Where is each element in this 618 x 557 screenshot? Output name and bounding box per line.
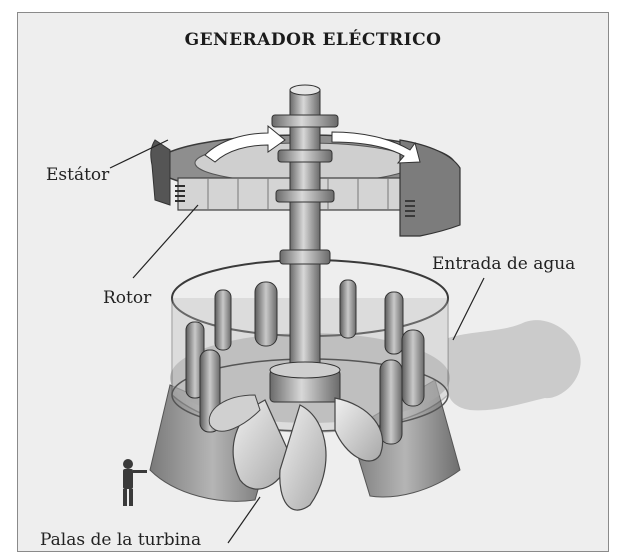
wicket-gates (185, 279, 425, 445)
label-estator: Estátor (46, 165, 110, 185)
label-rotor: Rotor (103, 288, 152, 308)
leader-entrada (452, 277, 485, 341)
rotation-arrow-left (204, 124, 286, 163)
turbine-blades (208, 394, 384, 511)
human-figure (123, 459, 147, 506)
water-inflow (448, 320, 581, 411)
leader-estator (109, 139, 169, 169)
turbine-shaft (269, 84, 341, 403)
label-palas-de-la-turbina: Palas de la turbina (40, 530, 202, 550)
leader-lines (109, 139, 485, 544)
rotation-arrow-right (331, 131, 421, 164)
diagram-title: GENERADOR ELÉCTRICO (184, 30, 442, 50)
leader-rotor (132, 204, 199, 279)
leader-palas (227, 496, 261, 544)
label-entrada-de-agua: Entrada de agua (432, 254, 576, 274)
